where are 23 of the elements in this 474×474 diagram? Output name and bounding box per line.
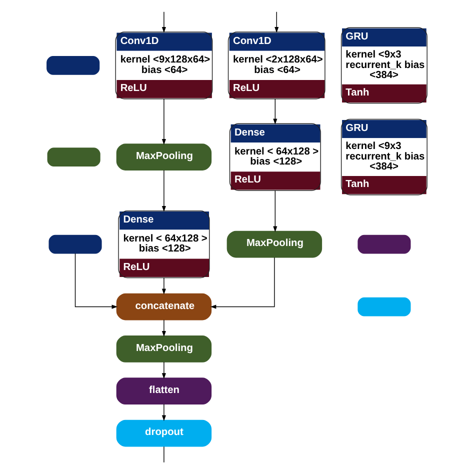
arrow: [162, 170, 166, 212]
arrow: [74, 253, 118, 309]
arrow: [162, 277, 166, 295]
node-box: dropout: [116, 420, 212, 447]
arrow: [210, 257, 275, 309]
arrow: [274, 12, 279, 33]
arrow: [162, 362, 166, 379]
node-box: MaxPooling: [116, 144, 212, 170]
arrow: [273, 98, 278, 125]
arrow: [162, 98, 166, 145]
node-box: concatenate: [116, 293, 212, 320]
node-box: [46, 56, 100, 75]
node-box: flatten: [116, 378, 212, 405]
arrow: [162, 404, 166, 422]
arrow: [162, 320, 166, 337]
arrow: [162, 12, 166, 33]
node-box: MaxPooling: [226, 230, 322, 258]
node-box: [48, 234, 102, 254]
node-box: [358, 297, 411, 316]
node-box: [47, 148, 100, 166]
node-box: [358, 234, 411, 254]
arrow: [273, 190, 278, 232]
node-box: MaxPooling: [116, 336, 212, 362]
